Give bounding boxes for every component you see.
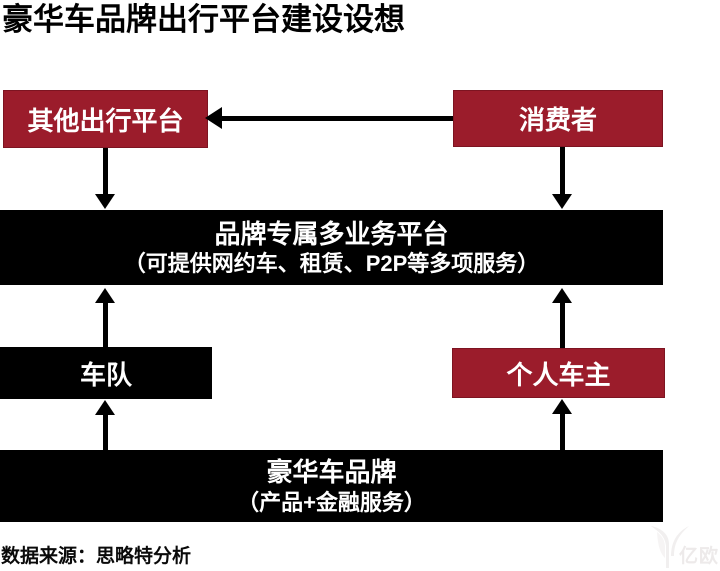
arrow-brand-to-owners-line bbox=[560, 414, 565, 450]
node-consumers: 消费者 bbox=[453, 90, 663, 147]
node-other-mobility-platforms: 其他出行平台 bbox=[3, 90, 208, 148]
node-fleet-label: 车队 bbox=[79, 359, 132, 390]
arrow-owners-to-platform-line bbox=[560, 303, 565, 348]
arrow-consumers-to-platform-head-icon bbox=[552, 194, 572, 209]
yiou-logo-icon bbox=[651, 526, 689, 568]
arrow-other-platforms-to-platform-line bbox=[103, 148, 108, 195]
brand-band-subtitle: （产品+金融服务） bbox=[237, 489, 426, 515]
data-source-note: 数据来源：思略特分析 bbox=[1, 546, 192, 567]
node-consumers-label: 消费者 bbox=[518, 105, 597, 135]
watermark-text: 亿欧 bbox=[678, 546, 719, 567]
node-individual-car-owners: 个人车主 bbox=[452, 348, 665, 398]
band-brand-multiservice-platform: 品牌专属多业务平台 （可提供网约车、租赁、P2P等多项服务） bbox=[0, 210, 663, 285]
brand-band-title: 豪华车品牌 bbox=[266, 457, 397, 487]
arrow-brand-to-fleet-line bbox=[103, 415, 108, 450]
node-other-mobility-platforms-label: 其他出行平台 bbox=[27, 105, 184, 136]
platform-band-subtitle: （可提供网约车、租赁、P2P等多项服务） bbox=[123, 251, 540, 276]
arrow-brand-to-owners-head-icon bbox=[552, 399, 572, 414]
node-individual-car-owners-label: 个人车主 bbox=[506, 359, 611, 390]
arrow-brand-to-fleet-head-icon bbox=[95, 400, 115, 415]
watermark: 亿欧 bbox=[647, 518, 719, 570]
node-fleet: 车队 bbox=[0, 347, 212, 399]
arrow-consumers-to-other-platforms-line bbox=[220, 116, 453, 121]
band-luxury-car-brand: 豪华车品牌 （产品+金融服务） bbox=[0, 450, 663, 522]
arrow-owners-to-platform-head-icon bbox=[552, 288, 572, 303]
arrow-fleet-to-platform-line bbox=[103, 303, 108, 347]
arrow-other-platforms-to-platform-head-icon bbox=[95, 194, 115, 209]
page-title: 豪华车品牌出行平台建设设想 bbox=[2, 2, 405, 37]
arrow-consumers-to-other-platforms-head-icon bbox=[205, 107, 222, 129]
arrow-fleet-to-platform-head-icon bbox=[95, 288, 115, 303]
platform-band-title: 品牌专属多业务平台 bbox=[214, 218, 449, 249]
arrow-consumers-to-platform-line bbox=[560, 147, 565, 195]
